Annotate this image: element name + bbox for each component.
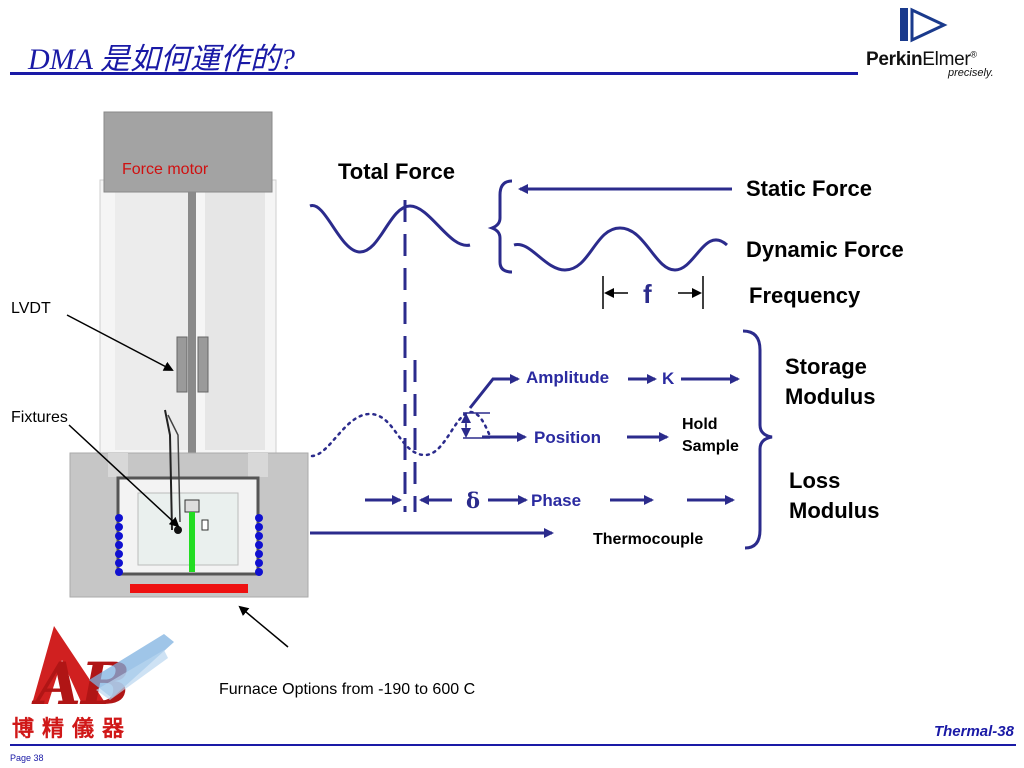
- page-number: Page 38: [10, 753, 44, 763]
- slide-code: Thermal-38: [933, 723, 1014, 740]
- response-dotted-wave: [310, 410, 492, 458]
- furnace-options-label: Furnace Options from -190 to 600 C: [219, 681, 476, 698]
- force-motor-label: Force motor: [122, 161, 209, 178]
- brand-wordmark: PerkinElmer®: [866, 49, 977, 71]
- amplitude-leader: [468, 374, 520, 409]
- title-rule: [10, 72, 858, 75]
- brand-elmer: Elmer: [922, 49, 971, 70]
- brand-perkin: Perkin: [866, 49, 923, 70]
- amplitude-label: Amplitude: [526, 368, 610, 387]
- thermocouple-label: Thermocouple: [593, 531, 704, 548]
- perkinelmer-logo-icon: [900, 7, 948, 43]
- force-brace: [487, 179, 513, 274]
- delta-symbol: δ: [466, 488, 481, 513]
- dynamic-force-label: Dynamic Force: [746, 237, 904, 262]
- fixtures-pointer: [68, 424, 180, 528]
- storage-modulus-label: Storage Modulus: [785, 352, 875, 412]
- storage-line-1: Storage: [785, 354, 867, 379]
- brand-tagline: precisely.: [948, 67, 994, 79]
- position-label: Position: [534, 428, 602, 447]
- company-logo-icon: AB: [31, 626, 174, 712]
- brand-registered: ®: [970, 49, 977, 60]
- total-force-wave: [309, 204, 471, 254]
- frequency-label: Frequency: [749, 283, 861, 308]
- dma-apparatus-illustration: [69, 111, 309, 598]
- page-title: DMA 是如何運作的?: [28, 43, 295, 76]
- lvdt-label: LVDT: [11, 300, 51, 317]
- company-logo-chinese: 博精儀器: [12, 716, 133, 742]
- loss-line-2: Modulus: [789, 498, 880, 523]
- k-label: K: [662, 369, 675, 388]
- footer-rule: [10, 744, 1016, 746]
- furnace-pointer: [238, 605, 289, 648]
- modulus-brace: [742, 329, 773, 550]
- hold-sample-line-1: Hold: [682, 416, 718, 433]
- total-force-label: Total Force: [338, 159, 455, 184]
- storage-line-2: Modulus: [785, 384, 876, 409]
- fixtures-label: Fixtures: [11, 409, 68, 426]
- static-force-label: Static Force: [746, 176, 872, 201]
- loss-modulus-label: Loss Modulus: [789, 466, 879, 526]
- hold-sample-label: Hold Sample: [682, 414, 739, 458]
- hold-sample-line-2: Sample: [682, 438, 739, 455]
- dynamic-force-wave: [513, 226, 729, 272]
- phase-label: Phase: [531, 491, 582, 510]
- lvdt-pointer: [66, 314, 174, 371]
- frequency-symbol: f: [643, 279, 652, 309]
- loss-line-1: Loss: [789, 468, 841, 493]
